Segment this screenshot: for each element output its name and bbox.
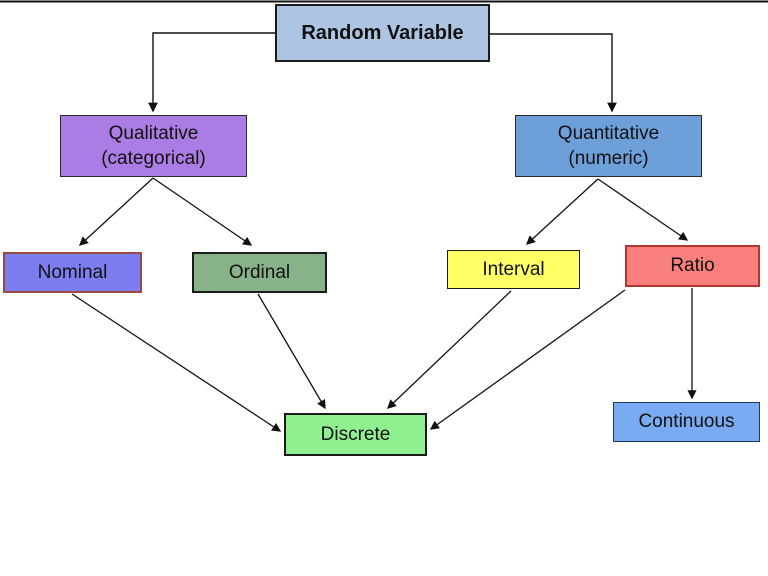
node-sublabel: (numeric) (568, 148, 649, 169)
node-continuous: Continuous (613, 402, 760, 442)
node-random-variable: Random Variable (275, 4, 490, 62)
edge-nominal-to-discrete (71, 293, 282, 432)
edge-ordinal-to-discrete (257, 293, 326, 410)
edge-random-to-qualitative (148, 32, 275, 113)
node-label: Discrete (320, 423, 391, 445)
edge-ratio-to-discrete (429, 289, 626, 430)
node-label: Continuous (638, 411, 735, 433)
edge-quantitative-to-ratio (597, 178, 689, 241)
node-sublabel: (categorical) (101, 148, 206, 169)
edge-interval-to-discrete (387, 290, 512, 409)
node-interval: Interval (447, 250, 580, 289)
node-label: Nominal (37, 261, 108, 283)
node-nominal: Nominal (3, 252, 142, 293)
node-discrete: Discrete (284, 413, 427, 456)
edge-quantitative-to-interval (525, 178, 599, 245)
edge-random-to-quantitative (490, 33, 617, 113)
node-quantitative: Quantitative (numeric) (515, 115, 702, 177)
node-label: Random Variable (301, 21, 464, 44)
node-label: Qualitative (108, 122, 199, 144)
node-label: Ratio (670, 255, 715, 277)
node-qualitative: Qualitative (categorical) (60, 115, 247, 177)
edge-qualitative-to-ordinal (152, 177, 253, 246)
node-ratio: Ratio (625, 245, 760, 287)
edge-qualitative-to-nominal (78, 177, 154, 246)
node-label: Ordinal (228, 261, 291, 283)
node-ordinal: Ordinal (192, 252, 327, 293)
node-label: Quantitative (557, 122, 660, 144)
node-label: Interval (482, 258, 545, 280)
